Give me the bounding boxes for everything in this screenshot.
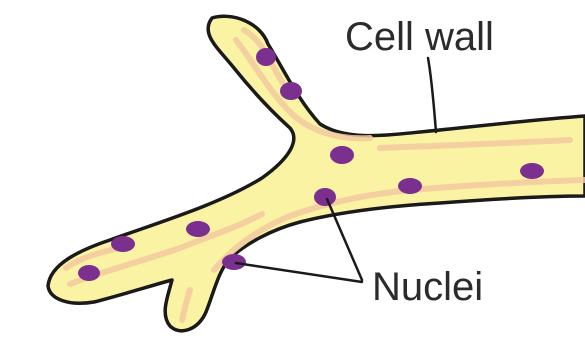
- hypha-body: [48, 16, 585, 331]
- nuclei-leader-line-lower: [236, 263, 362, 282]
- cell-wall-label: Cell wall: [345, 15, 494, 59]
- nucleus: [330, 146, 354, 164]
- nucleus: [256, 48, 276, 66]
- nucleus: [222, 254, 246, 270]
- nucleus: [280, 82, 302, 100]
- cell-wall-leader-line: [428, 58, 436, 132]
- nucleus: [398, 178, 422, 194]
- nucleus: [78, 265, 100, 281]
- nucleus: [520, 163, 544, 179]
- nucleus: [314, 188, 336, 206]
- nucleus: [111, 236, 135, 252]
- nuclei-label: Nuclei: [372, 265, 483, 309]
- nucleus: [186, 221, 210, 237]
